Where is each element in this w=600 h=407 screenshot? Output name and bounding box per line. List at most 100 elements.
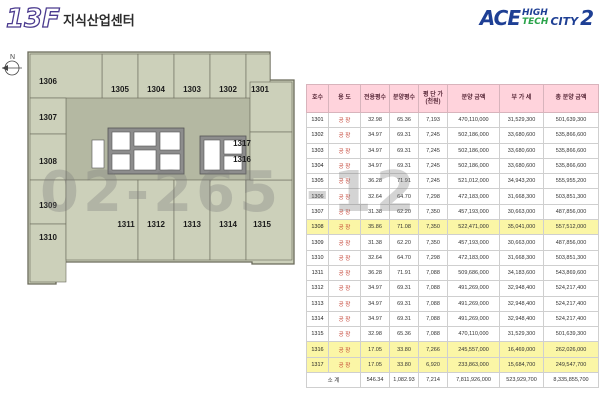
net-area-cell: 34.97 — [360, 142, 390, 159]
sale-area-cell: 64.70 — [389, 249, 419, 266]
price-per-pyeong-cell: 7,088 — [418, 264, 448, 282]
vat-cell: 31,668,300 — [499, 188, 544, 205]
floor-plan: N — [0, 40, 296, 407]
room-label: 1310 — [39, 233, 57, 242]
sale-area-cell: 69.31 — [389, 142, 419, 159]
room-label: 1312 — [147, 220, 165, 229]
price-table: 호수 용 도 전용평수 분양평수 평 단 가 (천원) 분양 금액 부 가 세 … — [306, 84, 599, 389]
column-header: 부 가 세 — [499, 84, 544, 113]
column-header: 평 단 가 (천원) — [418, 84, 448, 113]
net-area-cell: 34.97 — [360, 280, 390, 297]
column-header: 호수 — [306, 84, 329, 113]
vat-cell: 34,943,200 — [499, 173, 544, 190]
use-cell: 공 장 — [328, 173, 361, 190]
room-label: 1314 — [219, 220, 237, 229]
unit-cell: 1317 — [306, 356, 329, 374]
floor-name: 지식산업센터 — [62, 14, 135, 29]
vat-cell: 30,663,000 — [499, 203, 544, 221]
unit-cell: 1314 — [306, 310, 329, 328]
total-price-cell: 501,639,300 — [543, 111, 599, 129]
sale-area-cell: 71.91 — [389, 264, 419, 282]
sale-price-cell: 491,269,000 — [447, 280, 500, 297]
table-header-row: 호수 용 도 전용평수 분양평수 평 단 가 (천원) 분양 금액 부 가 세 … — [306, 84, 599, 113]
total-price-cell: 524,217,400 — [543, 280, 599, 297]
sale-price-cell: 521,012,000 — [447, 173, 500, 190]
floor-number: 13F — [5, 4, 60, 34]
use-cell: 공 장 — [328, 356, 361, 374]
unit-cell: 1305 — [306, 173, 329, 190]
net-area-cell: 34.97 — [360, 127, 390, 144]
total-price-cell: 262,026,000 — [543, 341, 599, 358]
sale-area-cell: 65.36 — [389, 326, 419, 343]
vat-cell: 31,668,300 — [499, 249, 544, 266]
sale-price-cell: 502,186,000 — [447, 142, 500, 159]
north-label: N — [10, 54, 15, 61]
price-per-pyeong-cell: 7,350 — [418, 234, 448, 251]
use-cell: 공 장 — [328, 111, 361, 129]
net-area-cell: 31.38 — [360, 234, 390, 251]
total-price-cell: 501,639,300 — [543, 326, 599, 343]
unit-cell: 1307 — [306, 203, 329, 221]
rooms-bottom — [65, 179, 293, 261]
total-sale: 1,082.93 — [389, 372, 419, 389]
total-price-cell: 524,217,400 — [543, 295, 599, 312]
vat-cell: 16,469,000 — [499, 341, 544, 358]
unit-cell: 1310 — [306, 249, 329, 266]
unit-cell: 1306 — [306, 188, 329, 205]
price-per-pyeong-cell: 7,193 — [418, 111, 448, 129]
sale-price-cell: 472,183,000 — [447, 249, 500, 266]
net-area-cell: 32.64 — [360, 249, 390, 266]
building-core — [91, 127, 247, 175]
sale-price-cell: 502,186,000 — [447, 157, 500, 175]
brand-logo: ACE HIGH TECH CITY 2 — [480, 5, 594, 31]
column-header: 전용평수 — [360, 84, 390, 113]
logo-ace-text: ACE — [479, 6, 521, 30]
use-cell: 공 장 — [328, 203, 361, 221]
price-per-pyeong-cell: 7,088 — [418, 280, 448, 297]
vat-cell: 15,684,700 — [499, 356, 544, 374]
use-cell: 공 장 — [328, 264, 361, 282]
use-cell: 공 장 — [328, 280, 361, 297]
sale-area-cell: 65.36 — [389, 111, 419, 129]
use-cell: 공 장 — [328, 326, 361, 343]
vat-cell: 32,948,400 — [499, 295, 544, 312]
vat-cell: 32,948,400 — [499, 280, 544, 297]
room-label: 1309 — [39, 201, 57, 210]
unit-cell: 1312 — [306, 280, 329, 297]
column-header: 총 분양 금액 — [543, 84, 599, 113]
use-cell: 공 장 — [328, 234, 361, 251]
total-price-cell: 487,856,000 — [543, 203, 599, 221]
unit-cell: 1308 — [306, 219, 329, 236]
rooms-left — [29, 53, 103, 283]
total-price-cell: 543,869,600 — [543, 264, 599, 282]
sale-price-cell: 470,110,000 — [447, 111, 500, 129]
price-per-pyeong-cell: 7,245 — [418, 127, 448, 144]
floor-title: 13F 지식산업센터 — [5, 2, 135, 34]
net-area-cell: 36.28 — [360, 173, 390, 190]
unit-cell: 1303 — [306, 142, 329, 159]
column-header: 용 도 — [328, 84, 361, 113]
vat-cell: 33,680,600 — [499, 142, 544, 159]
unit-cell: 1301 — [306, 111, 329, 129]
price-per-pyeong-cell: 7,088 — [418, 326, 448, 343]
net-area-cell: 34.97 — [360, 310, 390, 328]
room-label: 1313 — [183, 220, 201, 229]
net-area-cell: 32.98 — [360, 111, 390, 129]
column-header: 분양 금액 — [447, 84, 500, 113]
sale-area-cell: 69.31 — [389, 127, 419, 144]
vat-cell: 33,680,600 — [499, 127, 544, 144]
sale-price-cell: 457,193,000 — [447, 203, 500, 221]
vat-cell: 33,680,600 — [499, 157, 544, 175]
room-label: 1301 — [251, 85, 269, 94]
rooms-right — [249, 81, 293, 181]
total-price-cell: 555,955,200 — [543, 173, 599, 190]
room-label: 1304 — [147, 85, 165, 94]
total-ppp: 7,214 — [418, 372, 448, 389]
